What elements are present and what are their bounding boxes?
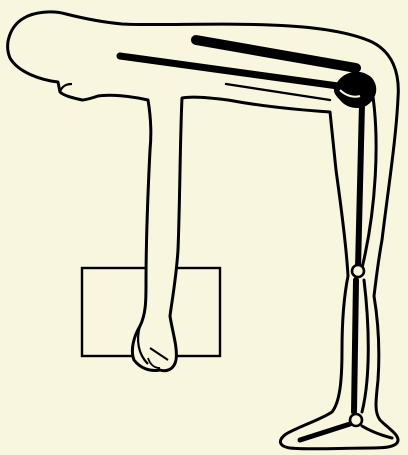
- thigh-bone-back: [358, 104, 362, 268]
- knee-joint: [352, 265, 364, 277]
- shin-bone: [354, 280, 356, 412]
